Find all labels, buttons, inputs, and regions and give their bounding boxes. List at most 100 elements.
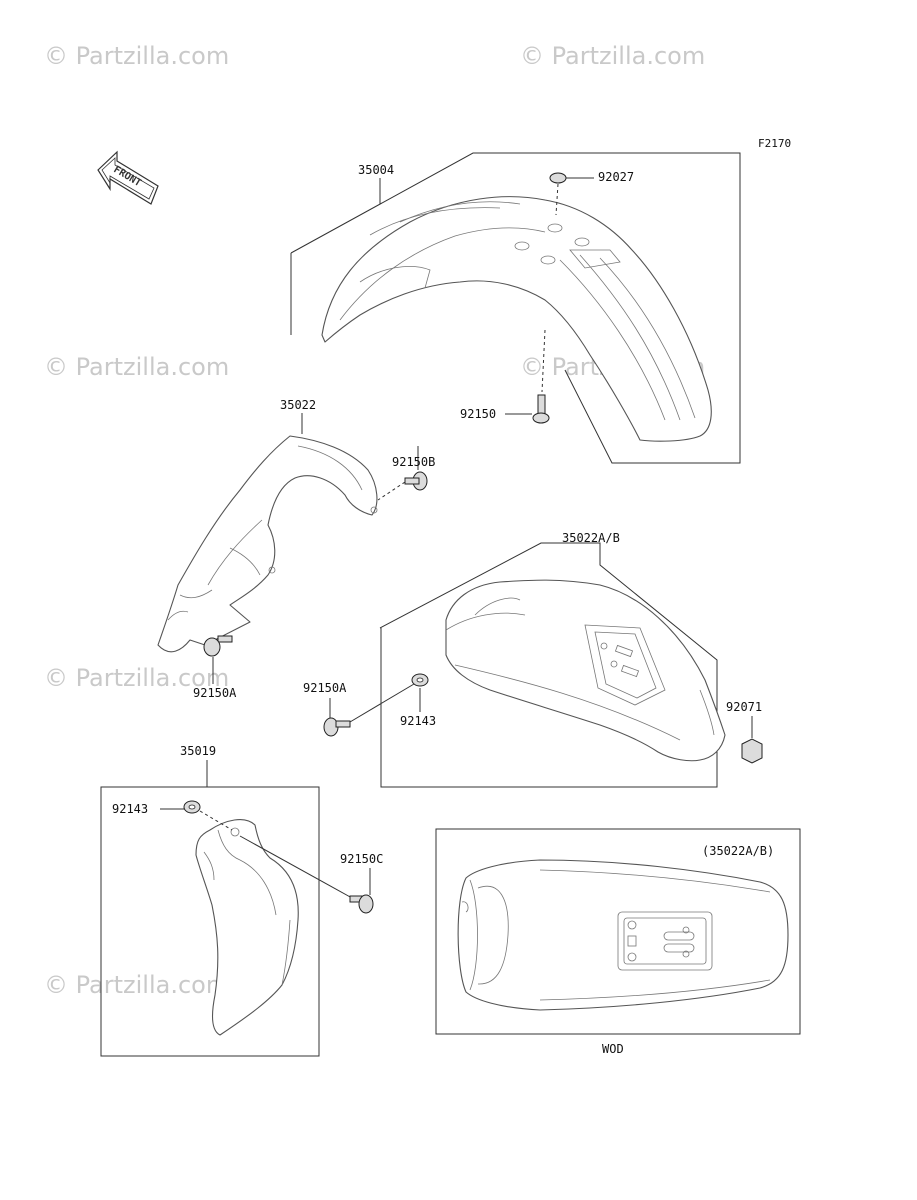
top-view-edge-1 <box>469 879 478 991</box>
rear-fender-slot-1 <box>614 644 634 658</box>
part-label-35022: 35022 <box>280 398 316 412</box>
guide-92150C <box>239 835 353 899</box>
fender-hole-1 <box>514 241 530 251</box>
watermark-7: © Partzilla.com <box>44 971 229 999</box>
fender-rib-1 <box>339 227 546 321</box>
plate-mount <box>584 624 666 706</box>
part-label-92150B: 92150B <box>392 455 435 469</box>
part-label-35004: 35004 <box>358 163 394 177</box>
front-fender-group: 35004 92027 92150 <box>290 152 741 464</box>
watermark-1: © Partzilla.com <box>44 42 229 70</box>
part-label-92150C: 92150C <box>340 852 383 866</box>
inner-fender-edge-4 <box>179 589 213 599</box>
mud-guard-edge-3 <box>281 919 291 986</box>
fender-hole-4 <box>540 255 556 265</box>
rear-fender-edge-3 <box>474 597 521 616</box>
top-view-plate-inner <box>623 917 707 965</box>
top-view-slot-2 <box>663 943 695 953</box>
part-label-35022AB: 35022A/B <box>562 531 620 545</box>
grommet-92027-icon <box>549 172 567 184</box>
inner-fender-hole-1 <box>370 506 378 514</box>
top-view-hole-2 <box>627 952 637 962</box>
inner-fender-edge-3 <box>229 547 261 576</box>
fender-plate <box>569 249 621 269</box>
rear-fender-edge-2 <box>454 664 681 741</box>
guide-92150A-mid <box>349 683 415 723</box>
fender-rib-3 <box>399 201 521 223</box>
top-view-edge-3 <box>461 901 469 913</box>
top-view-hole-3 <box>682 926 690 934</box>
front-fender-outline-box <box>290 152 741 464</box>
part-label-92071: 92071 <box>726 700 762 714</box>
top-view-edge-2 <box>477 885 509 985</box>
top-view-plate <box>617 911 713 971</box>
rear-fender <box>445 579 726 762</box>
fender-inner-curve <box>359 266 431 289</box>
guide-92143-low <box>199 810 233 831</box>
mud-guard-outline-box <box>100 786 320 1057</box>
rear-fender-outline-box <box>379 542 718 788</box>
bolt-92150A-left-icon <box>203 637 221 657</box>
plate-mount-inner <box>594 631 657 699</box>
rear-fender-hole-2 <box>610 660 618 668</box>
watermark-5: © Partzilla.com <box>44 664 229 692</box>
rear-inner-fender-group: 35022 92150B 92150A <box>157 398 435 700</box>
rear-fender-slot-2 <box>620 664 640 678</box>
top-view-hole-1 <box>627 920 637 930</box>
part-label-92027: 92027 <box>598 170 634 184</box>
inner-fender-edge-1 <box>297 445 363 491</box>
top-view-slot-center <box>627 935 637 947</box>
guide-92150 <box>541 329 546 393</box>
fender-hole-2 <box>547 223 563 233</box>
inset-frame <box>435 828 801 1035</box>
inset-caption: WOD <box>602 1042 624 1056</box>
inset-title: (35022A/B) <box>702 844 774 858</box>
inner-fender-hole-2 <box>268 566 276 574</box>
fender-rib-4 <box>559 259 666 421</box>
top-view-hole-4 <box>682 950 690 958</box>
mud-guard <box>195 819 299 1036</box>
part-label-92143-mid: 92143 <box>400 714 436 728</box>
figure-code: F2170 <box>758 137 791 150</box>
rear-inner-fender <box>157 435 378 653</box>
watermark-2: © Partzilla.com <box>520 42 705 70</box>
fender-hole-3 <box>574 237 590 247</box>
rear-fender-group: 35022A/B 92150A 92143 92071 <box>303 531 763 788</box>
mud-guard-edge-1 <box>217 829 277 916</box>
fender-rib-6 <box>599 257 696 419</box>
top-view-edge-5 <box>539 979 771 1001</box>
mud-guard-hole <box>230 827 240 837</box>
front-fender <box>321 196 712 442</box>
bolt-92150-head <box>532 412 550 424</box>
grommet-92071-icon <box>741 738 763 764</box>
inner-fender-edge-2 <box>207 519 263 586</box>
bolt-92150A-left-shank <box>217 635 233 643</box>
rear-fender-hole-1 <box>600 642 608 650</box>
mud-guard-group: 35019 92143 92150C <box>100 744 383 1057</box>
bolt-92150-icon <box>537 394 546 416</box>
washer-92143-low-hole <box>188 804 196 810</box>
bolt-92150A-mid-shank <box>335 720 351 728</box>
part-label-35019: 35019 <box>180 744 216 758</box>
bolt-92150C-icon <box>358 894 374 914</box>
top-view-edge-4 <box>539 869 771 893</box>
inset-group: (35022A/B) WOD <box>435 828 801 1056</box>
guide-92027 <box>555 183 559 216</box>
inner-fender-edge-5 <box>167 610 189 621</box>
top-view-slot-1 <box>663 931 695 941</box>
fender-rib-5 <box>579 254 681 421</box>
rear-fender-edge-1 <box>445 612 526 631</box>
fender-rib-2 <box>369 207 501 236</box>
bolt-92150B-shank <box>404 477 420 485</box>
part-label-92150A-left: 92150A <box>193 686 237 700</box>
part-label-92150A-mid: 92150A <box>303 681 347 695</box>
guide-92150B <box>377 481 406 501</box>
washer-92143-mid-hole <box>416 677 424 683</box>
rear-fender-tail <box>699 689 715 736</box>
mud-guard-edge-2 <box>203 851 215 881</box>
front-arrow-icon: FRONT <box>97 150 159 205</box>
rear-fender-top-view <box>457 859 789 1011</box>
watermark-3: © Partzilla.com <box>44 353 229 381</box>
part-label-92150: 92150 <box>460 407 496 421</box>
